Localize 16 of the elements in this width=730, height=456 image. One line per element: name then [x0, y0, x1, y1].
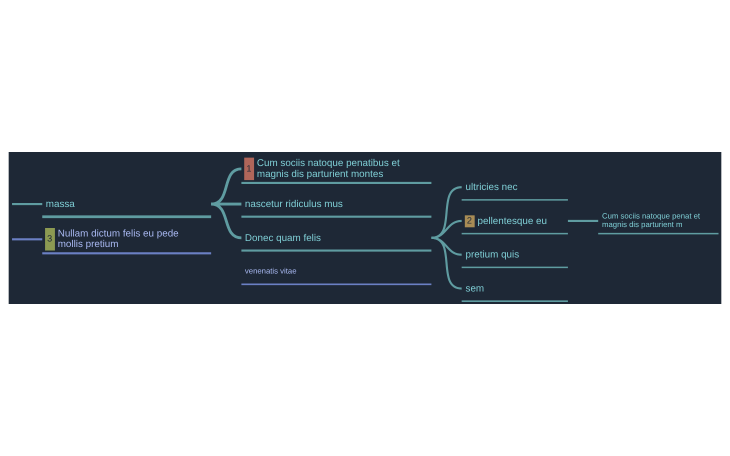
connector — [568, 220, 598, 222]
node-text: Cum sociis natoque penat et magnis dis parturient m — [602, 212, 700, 230]
node-text: venenatis vitae — [244, 266, 297, 276]
connector — [431, 236, 462, 256]
connector — [210, 168, 242, 206]
connector — [12, 203, 42, 206]
node-text: nascetur ridiculus mus — [244, 199, 343, 210]
node-text: sem — [466, 283, 484, 294]
node-text: massa — [46, 199, 75, 210]
connector — [431, 236, 462, 290]
connector — [431, 186, 462, 239]
connector — [211, 202, 242, 206]
node-text: ultricies nec — [466, 182, 518, 194]
connector — [12, 238, 42, 240]
node-text: Donec quam felis — [244, 232, 321, 244]
node-text: pretium quis — [466, 250, 520, 261]
